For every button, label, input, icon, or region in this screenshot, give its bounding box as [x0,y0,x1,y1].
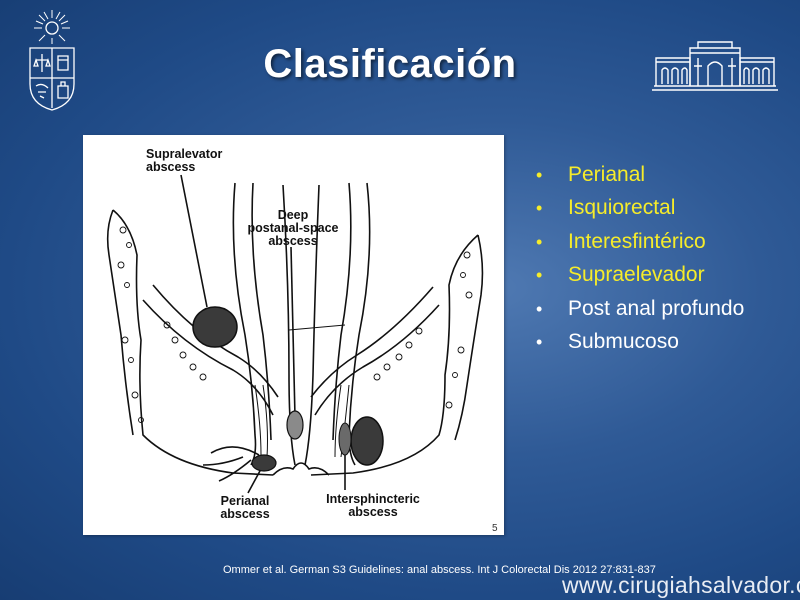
deep-postanal-abscess-shape [286,410,304,440]
bullet-icon: • [536,231,543,252]
bullet-icon: • [536,165,543,185]
list-item-text: Perianal [568,163,646,186]
label-supralevator-abscess: Supralevator abscess [146,147,223,174]
label-perianal-abscess: Perianal abscess [220,494,270,521]
website-url: www.cirugiahsalvador.cl [562,572,800,598]
bullet-icon: • [536,298,543,319]
intersphincteric-abscess-shape [338,422,352,456]
list-item: • Post anal profundo [536,294,744,327]
list-item: • Isquiorectal [536,193,744,226]
list-item-text: Supraelevador [568,263,705,287]
bullet-icon: • [536,331,543,352]
list-item-text: Isquiorectal [568,196,676,220]
citation-text: Ommer et al. German S3 Guidelines: anal … [223,564,656,576]
university-seal-logo [24,8,84,112]
list-item-text: Post anal profundo [568,296,745,320]
anatomy-figure: Supralevator abscess Deep postanal-space… [83,135,504,535]
bullet-icon: • [536,198,543,219]
list-item: • Supraelevador [536,260,744,293]
list-item-text: Submucoso [568,329,679,353]
supralevator-abscess-shape [192,306,238,348]
classification-list: • Perianal • Isquiorectal • Interesfintéric… [536,160,744,360]
ischiorectal-abscess-shape [350,416,384,466]
anorectal-abscess-diagram [106,174,484,494]
list-item: • Submucoso [536,327,744,360]
list-item-text: Interesfintérico [568,229,706,253]
label-intersphincteric-abscess: Intersphincteric abscess [326,492,420,519]
hospital-building-logo [650,40,780,96]
perianal-abscess-shape [251,454,277,472]
list-item: • Interesfintérico [536,227,744,260]
slide-title: Clasificación [263,42,517,86]
label-deep-postanal-abscess: Deep postanal-space abscess [247,208,339,248]
list-item: • Perianal [536,160,744,193]
bullet-icon: • [536,265,543,286]
figure-corner-mark: 5 [492,523,498,534]
